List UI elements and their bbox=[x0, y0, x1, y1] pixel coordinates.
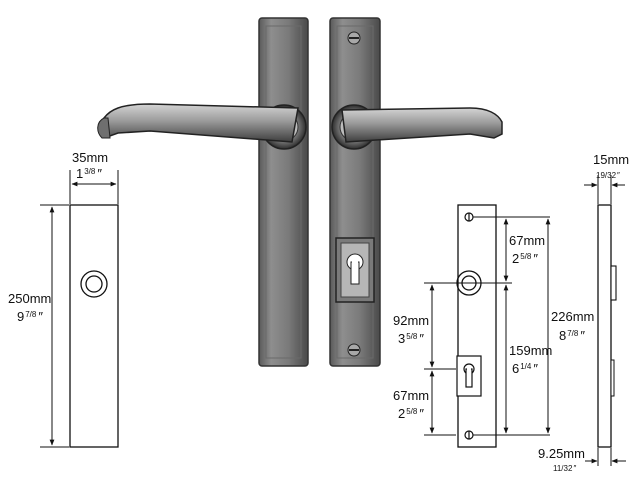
spindle-to-cylinder-mm-label: 92mm bbox=[393, 313, 429, 328]
right-lever bbox=[341, 107, 503, 143]
side-profile-outline bbox=[597, 204, 612, 448]
left-drawing: 35mm 13/8″ 250mm 97/8″ bbox=[8, 150, 119, 448]
left-lever bbox=[99, 103, 299, 143]
spindle-to-screw-inch-label: 61/4″ bbox=[512, 361, 538, 376]
left-handle-photo bbox=[97, 17, 309, 367]
spindle-offset-inch-label: 25/8″ bbox=[512, 251, 538, 266]
side-profile-drawing: 15mm 19/32″ 9.25mm 11/32″ bbox=[538, 152, 629, 473]
thickness-inch-label: 19/32″ bbox=[596, 171, 620, 180]
euro-cylinder-keyhole-icon bbox=[456, 355, 482, 397]
screw-icon bbox=[347, 343, 361, 357]
screw-centres-inch-label: 87/8″ bbox=[559, 328, 585, 343]
height-inch-label: 97/8″ bbox=[17, 309, 43, 324]
euro-cylinder-keyhole-icon bbox=[335, 237, 375, 303]
thickness-mm-label: 15mm bbox=[593, 152, 629, 167]
cylinder-to-screw-inch-label: 25/8″ bbox=[398, 406, 424, 421]
screw-centres-mm-label: 226mm bbox=[551, 309, 594, 324]
width-mm-label: 35mm bbox=[72, 150, 108, 165]
spindle-to-screw-mm-label: 159mm bbox=[509, 343, 552, 358]
right-handle-photo bbox=[329, 17, 503, 367]
width-inch-label: 13/8″ bbox=[76, 166, 102, 181]
spindle-rose-icon bbox=[80, 270, 108, 298]
left-backplate bbox=[258, 17, 309, 367]
projection-mm-label: 9.25mm bbox=[538, 446, 585, 461]
projection-inch-label: 11/32″ bbox=[553, 464, 576, 473]
drilled-plate-outline bbox=[457, 204, 497, 448]
spindle-offset-mm-label: 67mm bbox=[509, 233, 545, 248]
spindle-to-cylinder-inch-label: 35/8″ bbox=[398, 331, 424, 346]
blank-plate-outline bbox=[69, 204, 119, 448]
screw-icon bbox=[347, 31, 361, 45]
drilled-plate-drawing: 226mm 87/8″ 67mm 25/8″ 159mm 61/4″ 92mm … bbox=[393, 204, 594, 448]
height-mm-label: 250mm bbox=[8, 291, 51, 306]
cylinder-to-screw-mm-label: 67mm bbox=[393, 388, 429, 403]
